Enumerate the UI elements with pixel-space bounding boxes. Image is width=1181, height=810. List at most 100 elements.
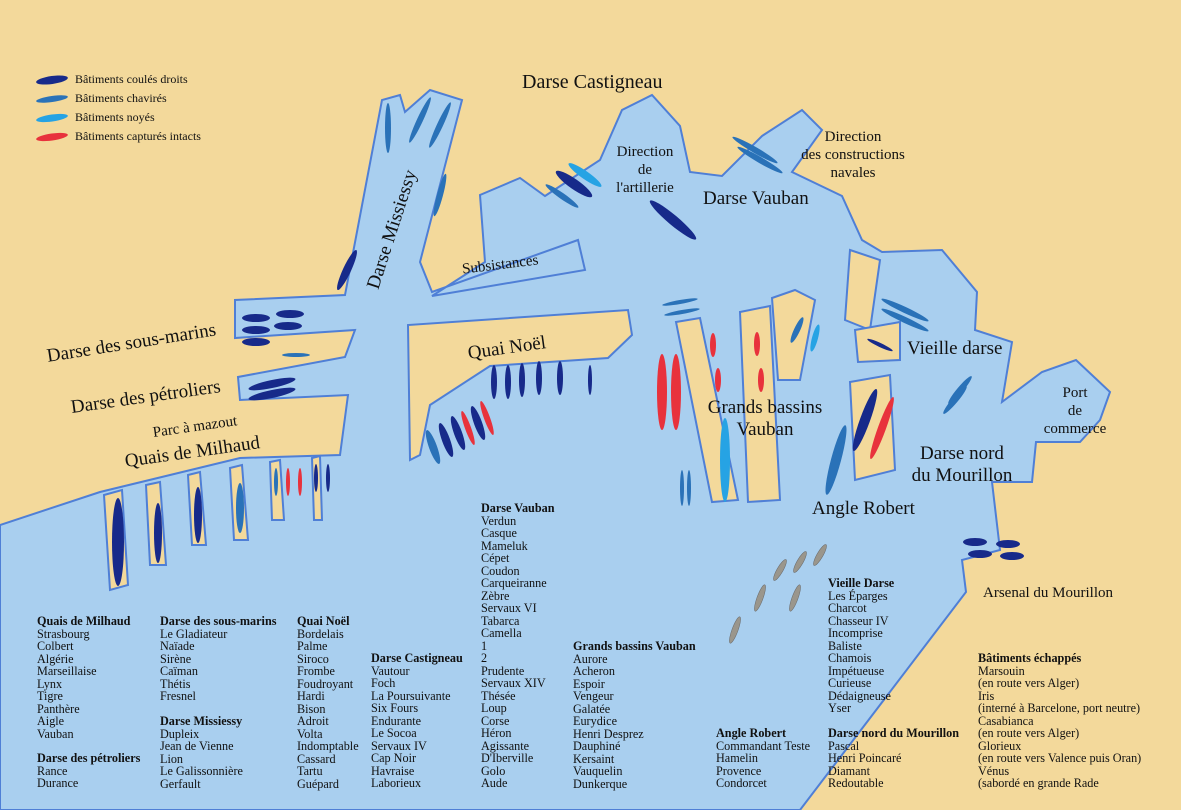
ship-sunk-upright [470, 406, 486, 440]
legend-label: Bâtiments chavirés [75, 91, 167, 105]
ship-captured [671, 354, 681, 430]
ship-captured [715, 368, 721, 392]
ship-sunk-upright [326, 464, 330, 492]
list-heading: Quai Noël [297, 614, 350, 628]
ship-name: Henri Poincaré [828, 751, 902, 765]
ship-name: Cap Noir [371, 751, 417, 765]
ships [112, 97, 1024, 644]
ship-name: Durance [37, 776, 79, 790]
ship-capsized [662, 298, 698, 306]
ship-name: Six Fours [371, 701, 419, 715]
ship-capsized [825, 425, 847, 495]
ship-name: Tigre [37, 689, 63, 703]
ship-sunk-upright [337, 249, 357, 291]
ship-name: Dupleix [160, 726, 200, 741]
ship-name: Foudroyant [297, 676, 354, 691]
ship-name: (en route vers Alger) [978, 726, 1080, 740]
ship-name: Coudon [481, 563, 520, 578]
ship-name: Curieuse [828, 676, 872, 690]
ship-escaped [813, 544, 827, 566]
ship-name: Vauban [37, 726, 74, 741]
ship-capsized-icon [36, 94, 68, 103]
ship-name: Corse [481, 713, 510, 728]
ship-name: Le Socoa [371, 726, 417, 740]
ship-sunk-upright [112, 498, 124, 586]
ship-sunk-upright [519, 363, 525, 397]
ship-sunk-upright [555, 170, 593, 198]
label-darse-castigneau: Darse Castigneau [522, 71, 663, 93]
list-heading: Angle Robert [716, 726, 787, 740]
ship-name: (interné à Barcelone, port neutre) [978, 701, 1141, 715]
ship-name: Loup [481, 701, 507, 715]
ship-name: Baliste [828, 638, 862, 653]
ship-name: Foch [371, 676, 396, 690]
ship-capsized [790, 317, 804, 343]
ship-flooded [720, 418, 730, 502]
ship-capsized [385, 103, 391, 153]
ship-sunk-upright [248, 387, 296, 401]
ship-sunk-upright [505, 365, 511, 399]
ship-name: Impétueuse [828, 663, 885, 678]
ship-captured [657, 354, 667, 430]
ship-name: Marsouin [978, 663, 1025, 678]
ship-name: Casque [481, 526, 517, 540]
ship-name: Dunkerque [573, 776, 628, 791]
ship-name: Glorieux [978, 738, 1022, 753]
ship-captured [286, 468, 290, 496]
ship-name: Tartu [297, 764, 323, 778]
ship-name: Espoir [573, 676, 605, 691]
legend-item: Bâtiments chavirés [22, 89, 201, 108]
ship-name: Incomprise [828, 626, 883, 640]
list-heading: Darse des sous-marins [160, 614, 277, 628]
ship-capsized [881, 308, 929, 332]
ship-capsized [732, 136, 778, 164]
ship-sunk-upright [242, 314, 270, 322]
ship-sunk-upright [314, 464, 318, 492]
ship-name: Bison [297, 701, 326, 716]
ship-name: Hamelin [716, 751, 758, 765]
legend-label: Bâtiments coulés droits [75, 72, 188, 86]
ship-sunk-upright [1000, 552, 1024, 560]
ship-name: Rance [37, 763, 68, 778]
ship-sunk-upright [242, 326, 270, 334]
ship-name: Servaux VI [481, 601, 537, 615]
legend-item: Bâtiments coulés droits [22, 70, 201, 89]
list-heading: Quais de Milhaud [37, 614, 131, 628]
ship-name: Tabarca [481, 613, 520, 628]
ship-name: Vénus [978, 763, 1010, 778]
ship-name: (en route vers Valence puis Oran) [978, 751, 1142, 765]
ship-name: Aude [481, 776, 508, 790]
ship-capsized [274, 468, 278, 496]
ship-name: Camella [481, 626, 522, 640]
ship-name: Condorcet [716, 776, 767, 790]
map-legend: Bâtiments coulés droits Bâtiments chavir… [22, 70, 201, 146]
list-heading: Bâtiments échappés [978, 651, 1082, 665]
ship-escaped [754, 584, 766, 612]
ship-name: Iris [978, 688, 995, 703]
ship-capsized [810, 324, 820, 352]
ship-name: Prudente [481, 663, 525, 678]
ship-name: Commandant Teste [716, 738, 811, 753]
ship-capsized [881, 298, 929, 322]
ship-name: Verdun [481, 513, 517, 528]
ship-name: Vengeur [573, 689, 614, 703]
ship-sunk-upright [274, 322, 302, 330]
ship-name: Kersaint [573, 751, 615, 766]
ship-capsized [737, 146, 783, 174]
ship-name: Volta [297, 726, 323, 741]
ship-name: Sirène [160, 651, 192, 666]
ship-name: Algérie [37, 651, 74, 666]
ship-name: Caïman [160, 664, 198, 678]
ship-capsized [545, 184, 579, 208]
ship-name: Servaux XIV [481, 676, 546, 690]
